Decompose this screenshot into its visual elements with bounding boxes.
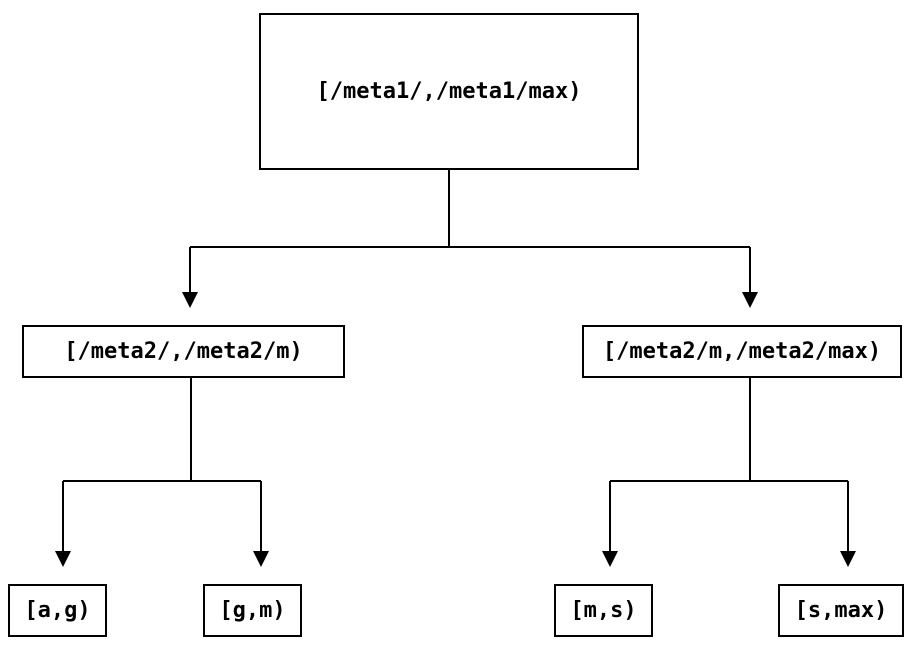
node-root-range: [/meta1/,/meta1/max) bbox=[259, 13, 639, 170]
node-leaf-g-m: [g,m) bbox=[203, 584, 302, 637]
node-label: [a,g) bbox=[24, 598, 91, 623]
node-label: [g,m) bbox=[219, 598, 286, 623]
node-label: [s,max) bbox=[794, 598, 888, 623]
node-label: [/meta2/,/meta2/m) bbox=[64, 339, 303, 364]
node-leaf-a-g: [a,g) bbox=[8, 584, 107, 637]
node-label: [m,s) bbox=[570, 598, 637, 623]
edge-line bbox=[609, 378, 849, 552]
edge-line bbox=[62, 378, 262, 552]
arrowhead-down-icon bbox=[253, 551, 269, 567]
node-leaf-s-max: [s,max) bbox=[778, 584, 904, 637]
arrowhead-down-icon bbox=[840, 551, 856, 567]
node-leaf-m-s: [m,s) bbox=[554, 584, 653, 637]
edge-root-to-children bbox=[182, 170, 758, 308]
arrowhead-down-icon bbox=[55, 551, 71, 567]
node-right-range: [/meta2/m,/meta2/max) bbox=[582, 325, 902, 378]
node-label: [/meta1/,/meta1/max) bbox=[316, 79, 582, 104]
arrowhead-down-icon bbox=[602, 551, 618, 567]
arrowhead-down-icon bbox=[742, 292, 758, 308]
edge-left-subtree bbox=[55, 378, 269, 567]
edge-right-subtree bbox=[602, 378, 856, 567]
arrowhead-down-icon bbox=[182, 292, 198, 308]
edge-line bbox=[189, 170, 751, 293]
node-label: [/meta2/m,/meta2/max) bbox=[602, 339, 882, 364]
node-left-range: [/meta2/,/meta2/m) bbox=[22, 325, 345, 378]
